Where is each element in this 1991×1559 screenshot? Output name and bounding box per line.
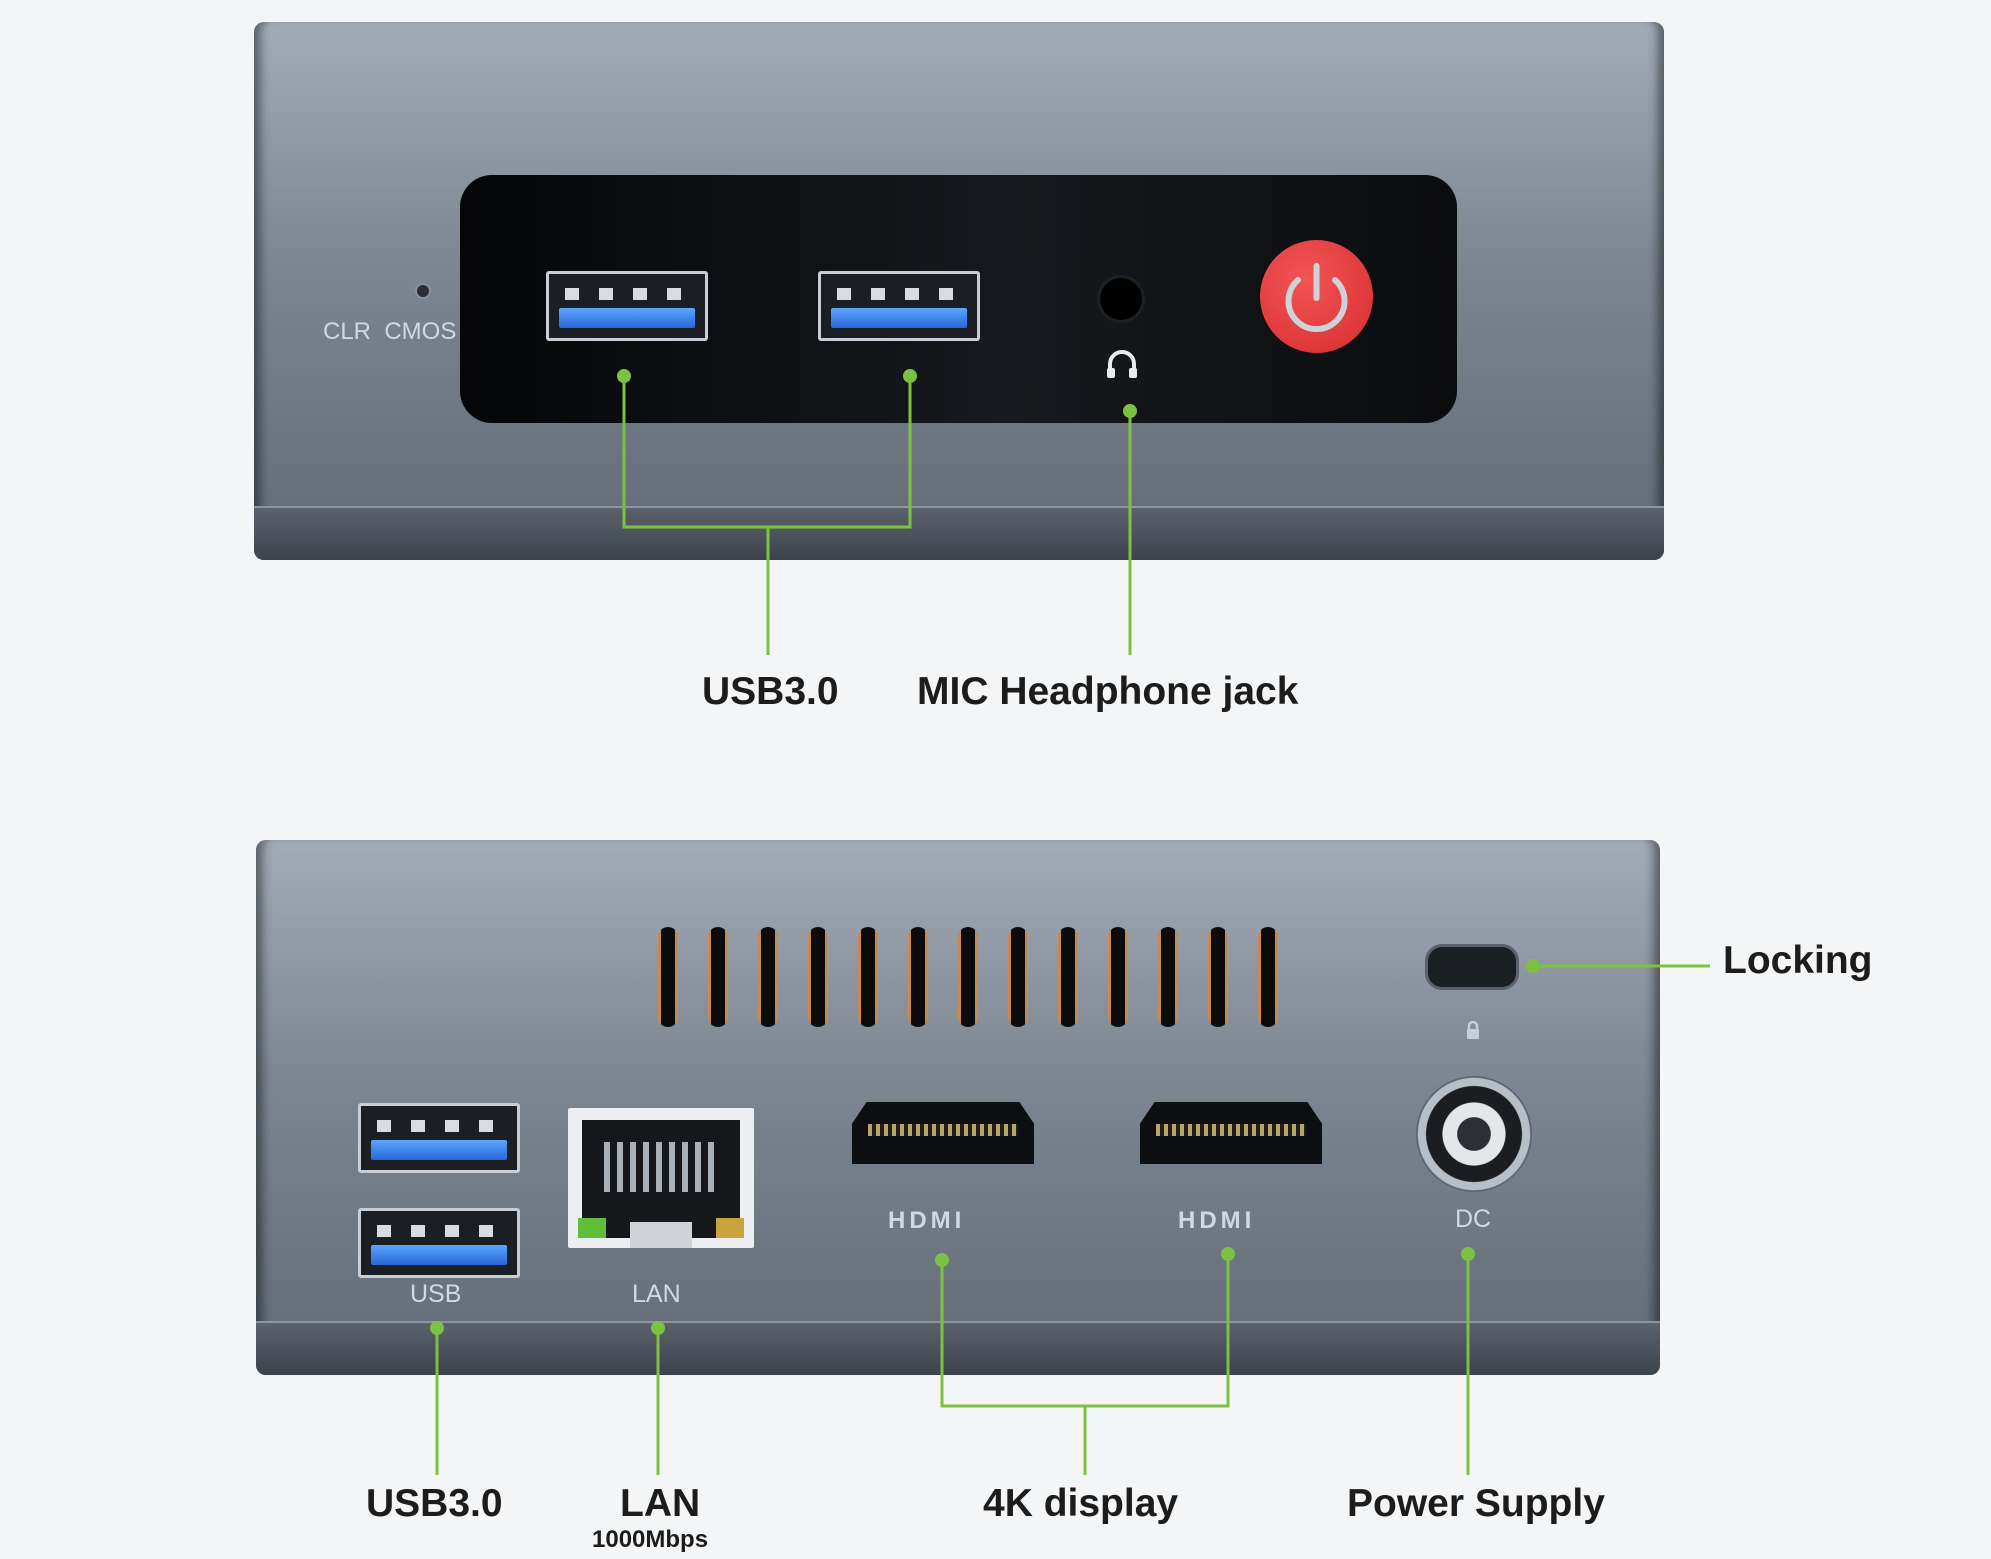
lock-icon bbox=[1465, 1020, 1481, 1040]
headphone-jack[interactable] bbox=[1100, 278, 1142, 320]
lan-callout: LAN bbox=[620, 1482, 701, 1525]
vent-slot bbox=[658, 927, 678, 1027]
vent-slot bbox=[808, 927, 828, 1027]
vent-slot bbox=[1058, 927, 1078, 1027]
vent-slot bbox=[908, 927, 928, 1027]
front-usb-port-1[interactable] bbox=[546, 271, 708, 341]
rear-usb-callout: USB3.0 bbox=[366, 1482, 503, 1525]
vent-slot bbox=[1108, 927, 1128, 1027]
lan-port[interactable] bbox=[568, 1108, 754, 1248]
vent-slot bbox=[758, 927, 778, 1027]
front-usb-port-2[interactable] bbox=[818, 271, 980, 341]
hdmi-port-1[interactable] bbox=[852, 1102, 1034, 1164]
dc-silk-label: DC bbox=[1455, 1205, 1492, 1233]
lan-silk-label: LAN bbox=[632, 1280, 681, 1308]
hdmi-logo-1: HDMI bbox=[888, 1207, 966, 1234]
locking-callout: Locking bbox=[1723, 939, 1873, 982]
power-icon bbox=[1285, 263, 1348, 332]
clr-cmos-pinhole[interactable] bbox=[417, 285, 429, 297]
rear-usb-port-2[interactable] bbox=[358, 1208, 520, 1278]
device-base-rear bbox=[256, 1321, 1660, 1375]
vent-slot bbox=[1258, 927, 1278, 1027]
lan-speed-callout: 1000Mbps bbox=[592, 1526, 709, 1553]
headset-icon bbox=[1102, 348, 1142, 380]
lan-led-green bbox=[578, 1218, 606, 1238]
vent-slot bbox=[708, 927, 728, 1027]
display-callout: 4K display bbox=[983, 1482, 1179, 1525]
usb-silk-label: USB bbox=[410, 1280, 462, 1308]
power-button[interactable] bbox=[1260, 240, 1373, 353]
rear-usb-port-1[interactable] bbox=[358, 1103, 520, 1173]
mic-headphone-callout: MIC Headphone jack bbox=[917, 670, 1299, 713]
vent-slot bbox=[1158, 927, 1178, 1027]
hdmi-logo-2: HDMI bbox=[1178, 1207, 1256, 1234]
vent-slot bbox=[958, 927, 978, 1027]
clr-cmos-label: CLR CMOS bbox=[323, 318, 457, 345]
dc-jack[interactable] bbox=[1416, 1076, 1532, 1192]
vent-slot bbox=[1208, 927, 1228, 1027]
power-supply-callout: Power Supply bbox=[1347, 1482, 1605, 1525]
lan-led-amber bbox=[716, 1218, 744, 1238]
vent-slot bbox=[1008, 927, 1028, 1027]
vent-slot bbox=[858, 927, 878, 1027]
lock-slot[interactable] bbox=[1428, 947, 1516, 987]
hdmi-port-2[interactable] bbox=[1140, 1102, 1322, 1164]
device-base bbox=[254, 506, 1664, 560]
front-usb-callout: USB3.0 bbox=[702, 670, 839, 713]
